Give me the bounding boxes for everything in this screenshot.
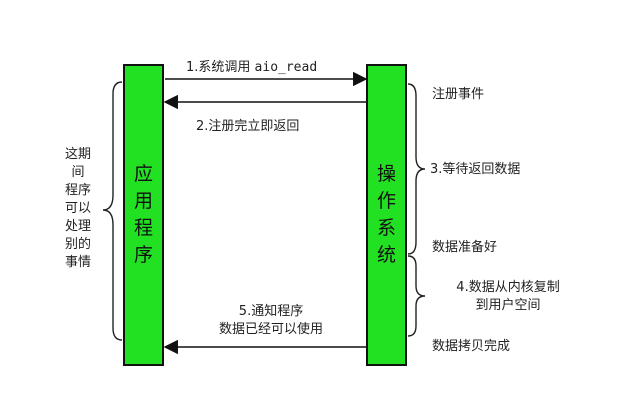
step4-label-line2: 到用户空间	[475, 298, 541, 313]
data-ready-label: 数据准备好	[432, 240, 498, 255]
application-label: 应用程序	[133, 163, 153, 266]
step1-label: 1.系统调用 aio_read	[186, 59, 317, 76]
left-note-line-1: 间	[71, 165, 85, 180]
step2-label: 2.注册完立即返回	[196, 119, 300, 134]
os-box: 操作系统	[366, 64, 407, 366]
application-box: 应用程序	[123, 64, 164, 366]
left-note-line-2: 程序	[64, 183, 91, 198]
step5-label-line1: 5.通知程序	[238, 304, 304, 319]
left-note-line-6: 事情	[64, 255, 91, 270]
step3-label: 3.等待返回数据	[430, 162, 521, 177]
register-event-label: 注册事件	[432, 87, 485, 102]
left-note-line-5: 别的	[64, 237, 91, 252]
right-brace-wait	[407, 83, 426, 255]
copy-done-label: 数据拷贝完成	[432, 339, 511, 354]
step1-text: 1.系统调用	[186, 60, 255, 75]
os-label: 操作系统	[376, 163, 396, 266]
left-note-line-3: 可以	[64, 201, 91, 216]
step4-label-line1: 4.数据从内核复制	[456, 280, 560, 295]
step5-label-line2: 数据已经可以使用	[218, 322, 323, 337]
right-brace-copy	[407, 255, 426, 337]
step1-code: aio_read	[254, 60, 318, 75]
left-note-line-0: 这期	[64, 147, 91, 162]
left-note-line-4: 处理	[64, 219, 91, 234]
left-brace	[102, 81, 123, 341]
